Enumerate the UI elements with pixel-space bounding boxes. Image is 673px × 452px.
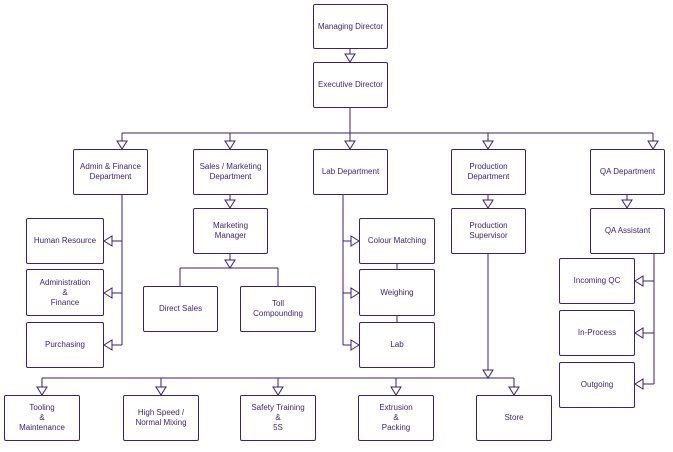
node-human-resource: Human Resource	[26, 218, 104, 264]
node-qa-assistant: QA Assistant	[590, 208, 665, 254]
arrow-head-left	[103, 339, 113, 351]
node-lab: Lab	[359, 322, 435, 368]
arrow-head-down	[390, 386, 402, 396]
arrow-head-left	[634, 378, 644, 390]
node-executive-director: Executive Director	[313, 62, 388, 108]
node-colour-matching: Colour Matching	[359, 218, 435, 264]
node-administration-finance: Administration & Finance	[26, 269, 104, 316]
arrow-head-right	[350, 339, 360, 351]
arrow-head-down	[36, 386, 48, 396]
node-lab-department: Lab Department	[313, 149, 388, 195]
node-qa-department: QA Department	[590, 149, 665, 195]
node-admin-finance-department: Admin & Finance Department	[73, 149, 148, 195]
arrow-head-down	[224, 199, 236, 209]
node-safety-training-5s: Safety Training & 5S	[240, 395, 316, 441]
arrow-head-down	[272, 386, 284, 396]
arrow-head-left	[634, 327, 644, 339]
arrow-head-down	[482, 369, 494, 379]
arrow-head-down	[224, 140, 236, 150]
node-high-speed-mixing: High Speed / Normal Mixing	[123, 395, 199, 441]
arrow-head-down	[482, 140, 494, 150]
node-direct-sales: Direct Sales	[143, 286, 218, 332]
node-purchasing: Purchasing	[26, 322, 104, 368]
node-incoming-qc: Incoming QC	[559, 258, 635, 304]
arrow-head-down	[116, 140, 128, 150]
node-tooling-maintenance: Tooling & Maintenance	[4, 395, 80, 441]
arrow-head-left	[103, 287, 113, 299]
node-production-supervisor: Production Supervisor	[451, 208, 526, 254]
arrow-head-right	[350, 287, 360, 299]
node-toll-compounding: Toll Compounding	[240, 286, 316, 332]
arrow-head-left	[103, 235, 113, 247]
node-production-department: Production Department	[451, 149, 526, 195]
node-outgoing: Outgoing	[559, 362, 635, 408]
arrow-head-down	[224, 259, 236, 269]
arrow-head-down	[344, 140, 356, 150]
node-weighing: Weighing	[359, 269, 435, 316]
arrow-head-down	[344, 53, 356, 63]
arrow-head-down	[155, 386, 167, 396]
node-store: Store	[476, 395, 552, 441]
node-extrusion-packing: Extrusion & Packing	[358, 395, 434, 441]
node-sales-marketing-department: Sales / Marketing Department	[193, 149, 268, 195]
arrow-head-down	[482, 199, 494, 209]
node-in-process: In-Process	[559, 310, 635, 356]
node-managing-director: Managing Director	[313, 4, 388, 49]
node-marketing-manager: Marketing Manager	[193, 208, 268, 254]
arrow-head-right	[350, 235, 360, 247]
arrow-head-down	[621, 199, 633, 209]
arrow-head-down	[647, 140, 659, 150]
arrow-head-left	[634, 275, 644, 287]
arrow-head-down	[508, 386, 520, 396]
